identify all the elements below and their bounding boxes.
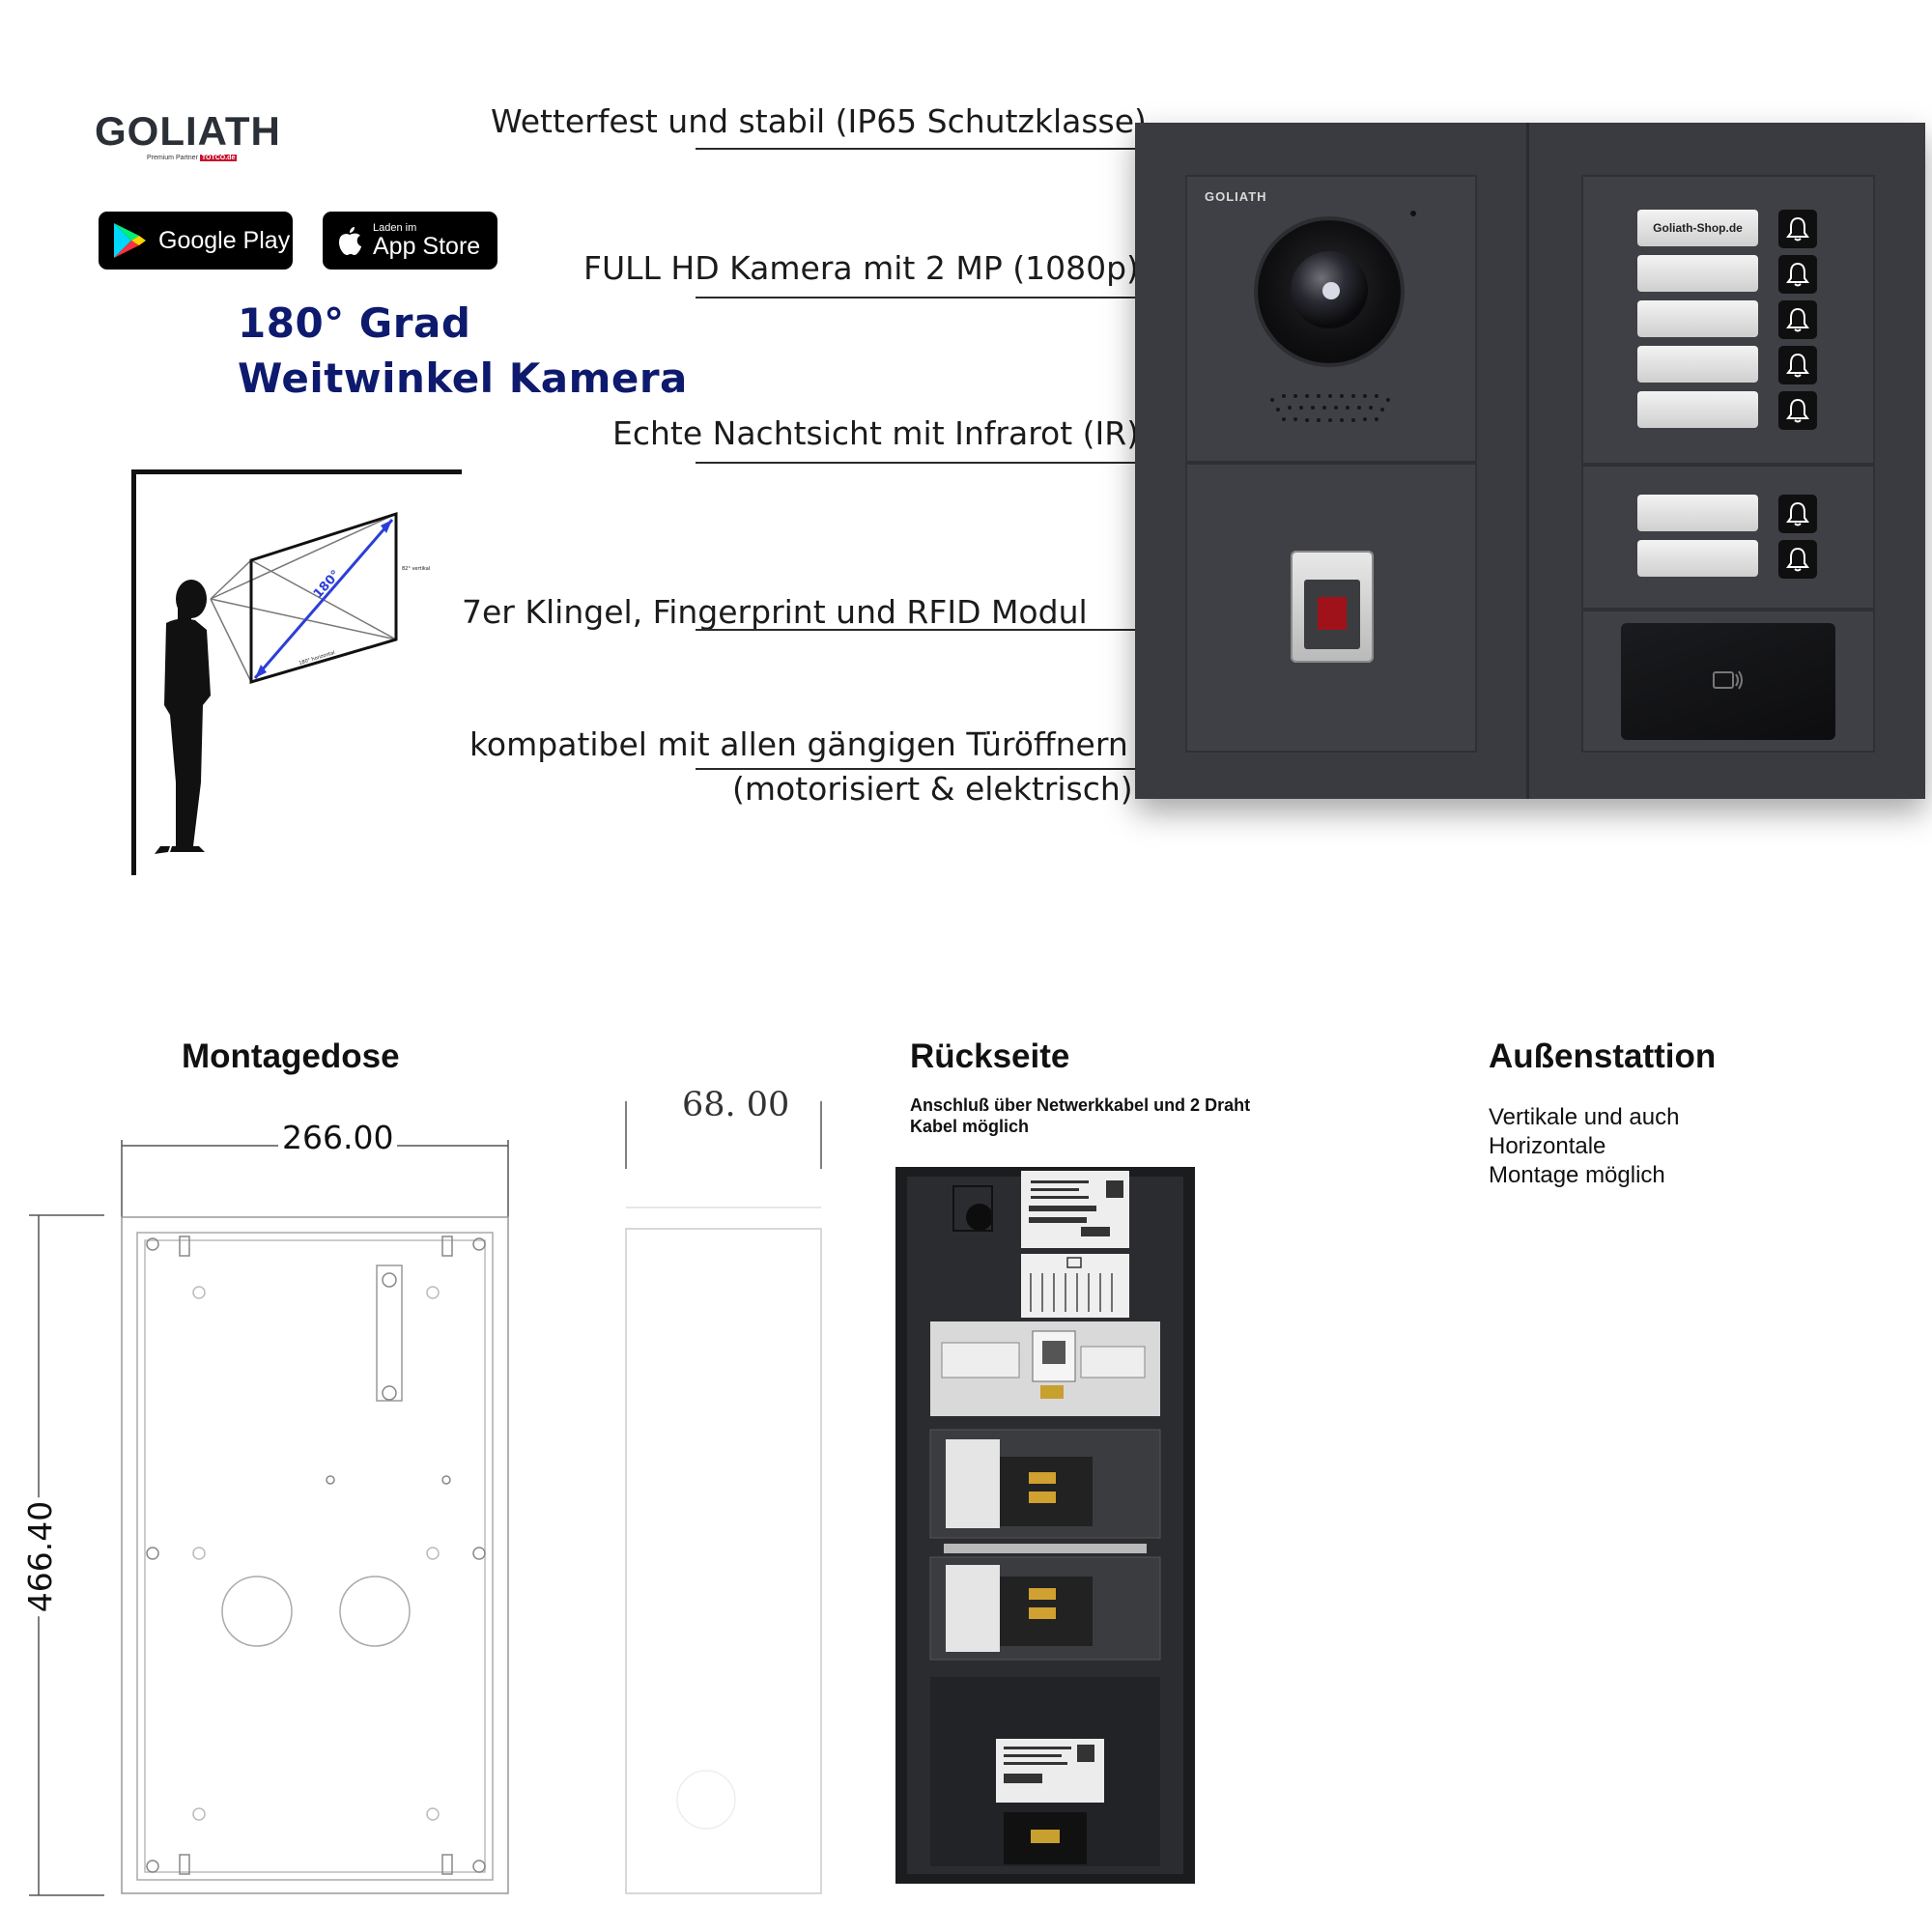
montagedose-drawing	[29, 1101, 822, 1896]
fingerprint-sensor-icon	[1318, 597, 1347, 630]
bell-button-7[interactable]	[1778, 540, 1817, 579]
panel-divider	[1526, 123, 1529, 799]
wall-left	[131, 469, 136, 875]
logo-sub-label: Premium Partner	[147, 155, 198, 161]
callout-weatherproof: Wetterfest und stabil (IP65 Schutzklasse…	[491, 102, 1147, 140]
logo-subtitle: Premium Partner TOTCO.de	[147, 155, 238, 161]
callout-camera: FULL HD Kamera mit 2 MP (1080p)	[583, 249, 1139, 287]
microphone-dot	[1410, 211, 1416, 216]
vertical-angle-label: 82° vertikal	[402, 566, 430, 572]
google-play-badge[interactable]: Google Play	[99, 212, 293, 270]
camera-lens-reflection	[1322, 282, 1340, 299]
montagedose-title: Montagedose	[182, 1037, 400, 1075]
nameplate-1: Goliath-Shop.de	[1637, 210, 1758, 246]
rueckseite-note-line-1: Anschluß über Netwerkkabel und 2 Draht	[910, 1095, 1251, 1115]
callout-compatibility: kompatibel mit allen gängigen Türöffnern	[469, 725, 1128, 763]
aussenstation-line-2: Horizontale	[1489, 1133, 1606, 1159]
bell-button-3[interactable]	[1778, 300, 1817, 339]
bell-button-4[interactable]	[1778, 346, 1817, 384]
bell-icon	[1786, 216, 1809, 242]
goliath-logo: GOLIATH	[95, 108, 281, 154]
rueckseite-photo	[895, 1167, 1195, 1884]
google-play-label: Google Play	[158, 226, 291, 254]
callout-line-camera	[696, 297, 1135, 298]
bell-button-2[interactable]	[1778, 255, 1817, 294]
bell-icon	[1786, 353, 1809, 378]
app-store-main-label: App Store	[373, 233, 481, 260]
aussenstation-line-1: Vertikale und auch	[1489, 1104, 1680, 1130]
nameplate-2	[1637, 255, 1758, 292]
callout-compatibility-detail: (motorisiert & elektrisch)	[732, 770, 1133, 808]
app-store-text: Laden im App Store	[373, 222, 480, 259]
view-frustum	[210, 513, 397, 683]
rfid-card-icon	[1713, 670, 1743, 690]
person-silhouette-icon	[155, 580, 211, 854]
montagedose-height: 466.40	[21, 1496, 60, 1617]
view-plane	[249, 511, 398, 685]
bell-button-5[interactable]	[1778, 391, 1817, 430]
nameplate-7	[1637, 540, 1758, 577]
nameplate-6	[1637, 495, 1758, 531]
viewing-angle-diagram: 180° 82° vertikal 180° horizontal	[131, 469, 462, 875]
nameplate-4	[1637, 346, 1758, 383]
callout-line-modules	[696, 629, 1135, 631]
bell-icon	[1786, 501, 1809, 526]
rueckseite-note: Anschluß über Netwerkkabel und 2 Draht K…	[910, 1094, 1250, 1137]
bell-button-6[interactable]	[1778, 495, 1817, 533]
bell-icon	[1786, 547, 1809, 572]
nameplate-1-label: Goliath-Shop.de	[1653, 221, 1743, 235]
callout-line-compatibility	[696, 768, 1135, 770]
speaker-grille-icon	[1270, 394, 1390, 422]
app-store-badge[interactable]: Laden im App Store	[323, 212, 497, 270]
headline-wide-angle: Weitwinkel Kamera	[238, 355, 688, 402]
angle-arrow	[253, 519, 394, 679]
bell-module-bottom	[1581, 465, 1875, 610]
aussenstation-text: Vertikale und auch Horizontale Montage m…	[1489, 1103, 1679, 1190]
google-play-icon	[114, 223, 146, 258]
wall-top	[131, 469, 462, 474]
rfid-reader[interactable]	[1621, 623, 1835, 740]
rueckseite-title: Rückseite	[910, 1037, 1070, 1075]
headline-angle: 180° Grad	[238, 299, 471, 347]
bell-icon	[1786, 262, 1809, 287]
apple-icon	[339, 227, 361, 255]
callout-night-vision: Echte Nachtsicht mit Infrarot (IR)	[612, 414, 1140, 452]
callout-line-night-vision	[696, 462, 1135, 464]
app-store-top-label: Laden im	[373, 222, 417, 234]
aussenstation-title: Außenstattion	[1489, 1037, 1717, 1075]
bell-icon	[1786, 398, 1809, 423]
aussenstation-line-3: Montage möglich	[1489, 1162, 1665, 1188]
panel-logo: GOLIATH	[1205, 189, 1267, 204]
callout-line-weatherproof	[696, 148, 1135, 150]
callout-modules: 7er Klingel, Fingerprint und RFID Modul	[462, 593, 1088, 631]
logo-sub-partner: TOTCO.de	[199, 155, 238, 161]
bell-icon	[1786, 307, 1809, 332]
montagedose-depth: 68. 00	[676, 1086, 796, 1124]
nameplate-3	[1637, 300, 1758, 337]
montagedose-width: 266.00	[278, 1119, 398, 1156]
rueckseite-note-line-2: Kabel möglich	[910, 1117, 1030, 1136]
bell-button-1[interactable]	[1778, 210, 1817, 248]
nameplate-5	[1637, 391, 1758, 428]
